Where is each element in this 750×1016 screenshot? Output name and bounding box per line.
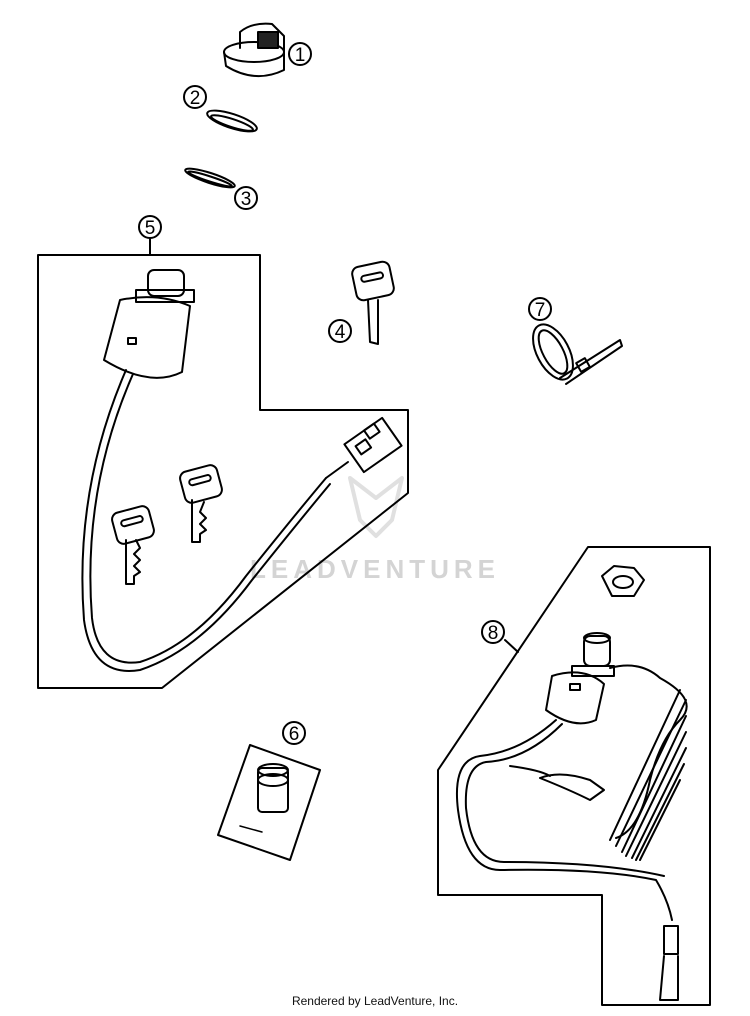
- watermark-text: LEADVENTURE: [250, 554, 500, 584]
- watermark: LEADVENTURE: [250, 476, 500, 584]
- svg-text:4: 4: [335, 322, 346, 343]
- part-5-key-left[interactable]: [111, 505, 156, 585]
- part-4-key[interactable]: [351, 260, 395, 345]
- part-2-ring[interactable]: [205, 106, 259, 135]
- svg-text:8: 8: [488, 623, 499, 644]
- callout-2: 2: [183, 85, 207, 109]
- footer-credit: Rendered by LeadVenture, Inc.: [291, 994, 459, 1008]
- svg-text:1: 1: [295, 45, 306, 66]
- callout-5: 5: [138, 215, 162, 239]
- part-1-cap[interactable]: [223, 22, 285, 77]
- callout-6: 6: [282, 721, 306, 745]
- svg-text:3: 3: [241, 189, 252, 210]
- part-8-emergency-stop-switch[interactable]: [456, 632, 688, 1001]
- svg-text:2: 2: [190, 88, 201, 109]
- part-8-group-border: [437, 546, 711, 1006]
- svg-text:5: 5: [145, 218, 156, 239]
- callout-8: 8: [481, 620, 505, 644]
- part-7-cable-tie[interactable]: [525, 318, 623, 386]
- part-5-group-border: [37, 254, 409, 689]
- part-6-package[interactable]: [217, 744, 321, 861]
- svg-text:7: 7: [535, 300, 546, 321]
- callout-7: 7: [528, 297, 552, 321]
- part-5-ignition-switch[interactable]: [81, 269, 403, 672]
- part-8-nut[interactable]: [601, 565, 645, 597]
- callout-3: 3: [234, 186, 258, 210]
- callout-4: 4: [328, 319, 352, 343]
- svg-text:6: 6: [289, 724, 300, 745]
- part-5-key-right[interactable]: [179, 464, 224, 543]
- part-3-oring[interactable]: [184, 165, 237, 191]
- callout-1: 1: [288, 42, 312, 66]
